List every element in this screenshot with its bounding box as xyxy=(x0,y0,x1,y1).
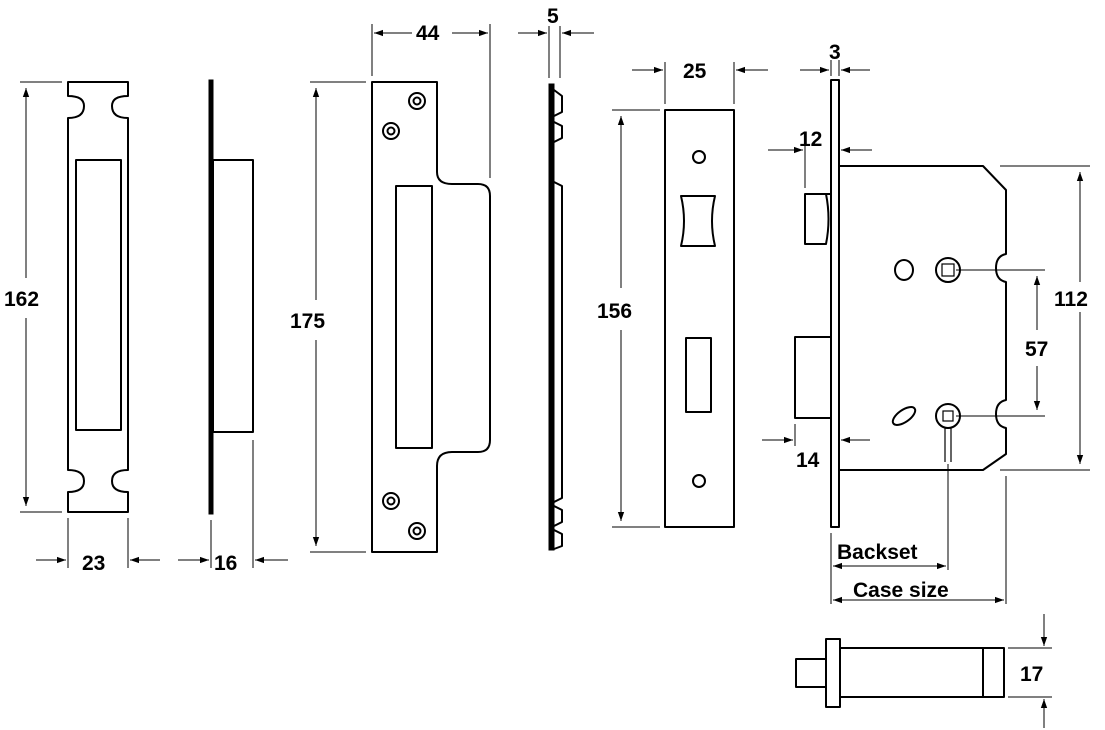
dim-case-height: 112 xyxy=(1000,165,1090,471)
dim-forend-width: 25 xyxy=(632,60,768,104)
lock-case-side xyxy=(794,79,1007,528)
dim-rebate-strike-width: 44 xyxy=(371,22,491,178)
strike-box-depth-label: 16 xyxy=(214,552,237,575)
backset-label: Backset xyxy=(837,541,918,564)
dim-forend-height: 156 xyxy=(597,109,660,528)
rebate-plate-thickness-label: 5 xyxy=(547,5,559,28)
rebate-strike-width-label: 44 xyxy=(416,22,440,45)
strike-height-label: 162 xyxy=(4,288,39,311)
deadbolt-projection-label: 14 xyxy=(796,449,820,472)
dim-case-size: Case size xyxy=(833,476,1007,604)
dim-backset: Backset xyxy=(830,464,949,604)
forend-front xyxy=(664,109,735,528)
dim-strike-height: 162 xyxy=(4,81,62,513)
dim-latch-projection: 12 xyxy=(768,128,872,188)
dim-forend-thickness: 3 xyxy=(800,41,870,76)
strike-plate-front xyxy=(67,81,129,513)
rebate-plate-side xyxy=(548,83,563,551)
strike-plate-side xyxy=(208,79,254,515)
forend-thickness-label: 3 xyxy=(829,41,841,64)
dim-strike-box-depth: 16 xyxy=(178,440,288,575)
dim-spindle-keyhole-centres: 57 xyxy=(956,269,1048,417)
forend-width-label: 25 xyxy=(683,60,707,83)
deadbolt-thickness-label: 17 xyxy=(1020,663,1043,686)
rebate-strike-plate-front xyxy=(371,81,491,553)
dim-strike-width: 23 xyxy=(36,518,160,575)
latch-projection-label: 12 xyxy=(799,128,822,151)
dim-deadbolt-thickness: 17 xyxy=(1008,614,1052,728)
spindle-keyhole-centres-label: 57 xyxy=(1025,338,1048,361)
deadbolt xyxy=(795,638,1005,708)
dim-rebate-plate-thickness: 5 xyxy=(518,5,594,78)
case-height-label: 112 xyxy=(1054,288,1088,311)
dim-deadbolt-projection: 14 xyxy=(762,424,870,472)
case-size-label: Case size xyxy=(853,579,949,602)
strike-width-label: 23 xyxy=(82,552,105,575)
dim-rebate-strike-height: 175 xyxy=(290,81,366,553)
rebate-strike-height-label: 175 xyxy=(290,310,325,333)
forend-height-label: 156 xyxy=(597,300,632,323)
